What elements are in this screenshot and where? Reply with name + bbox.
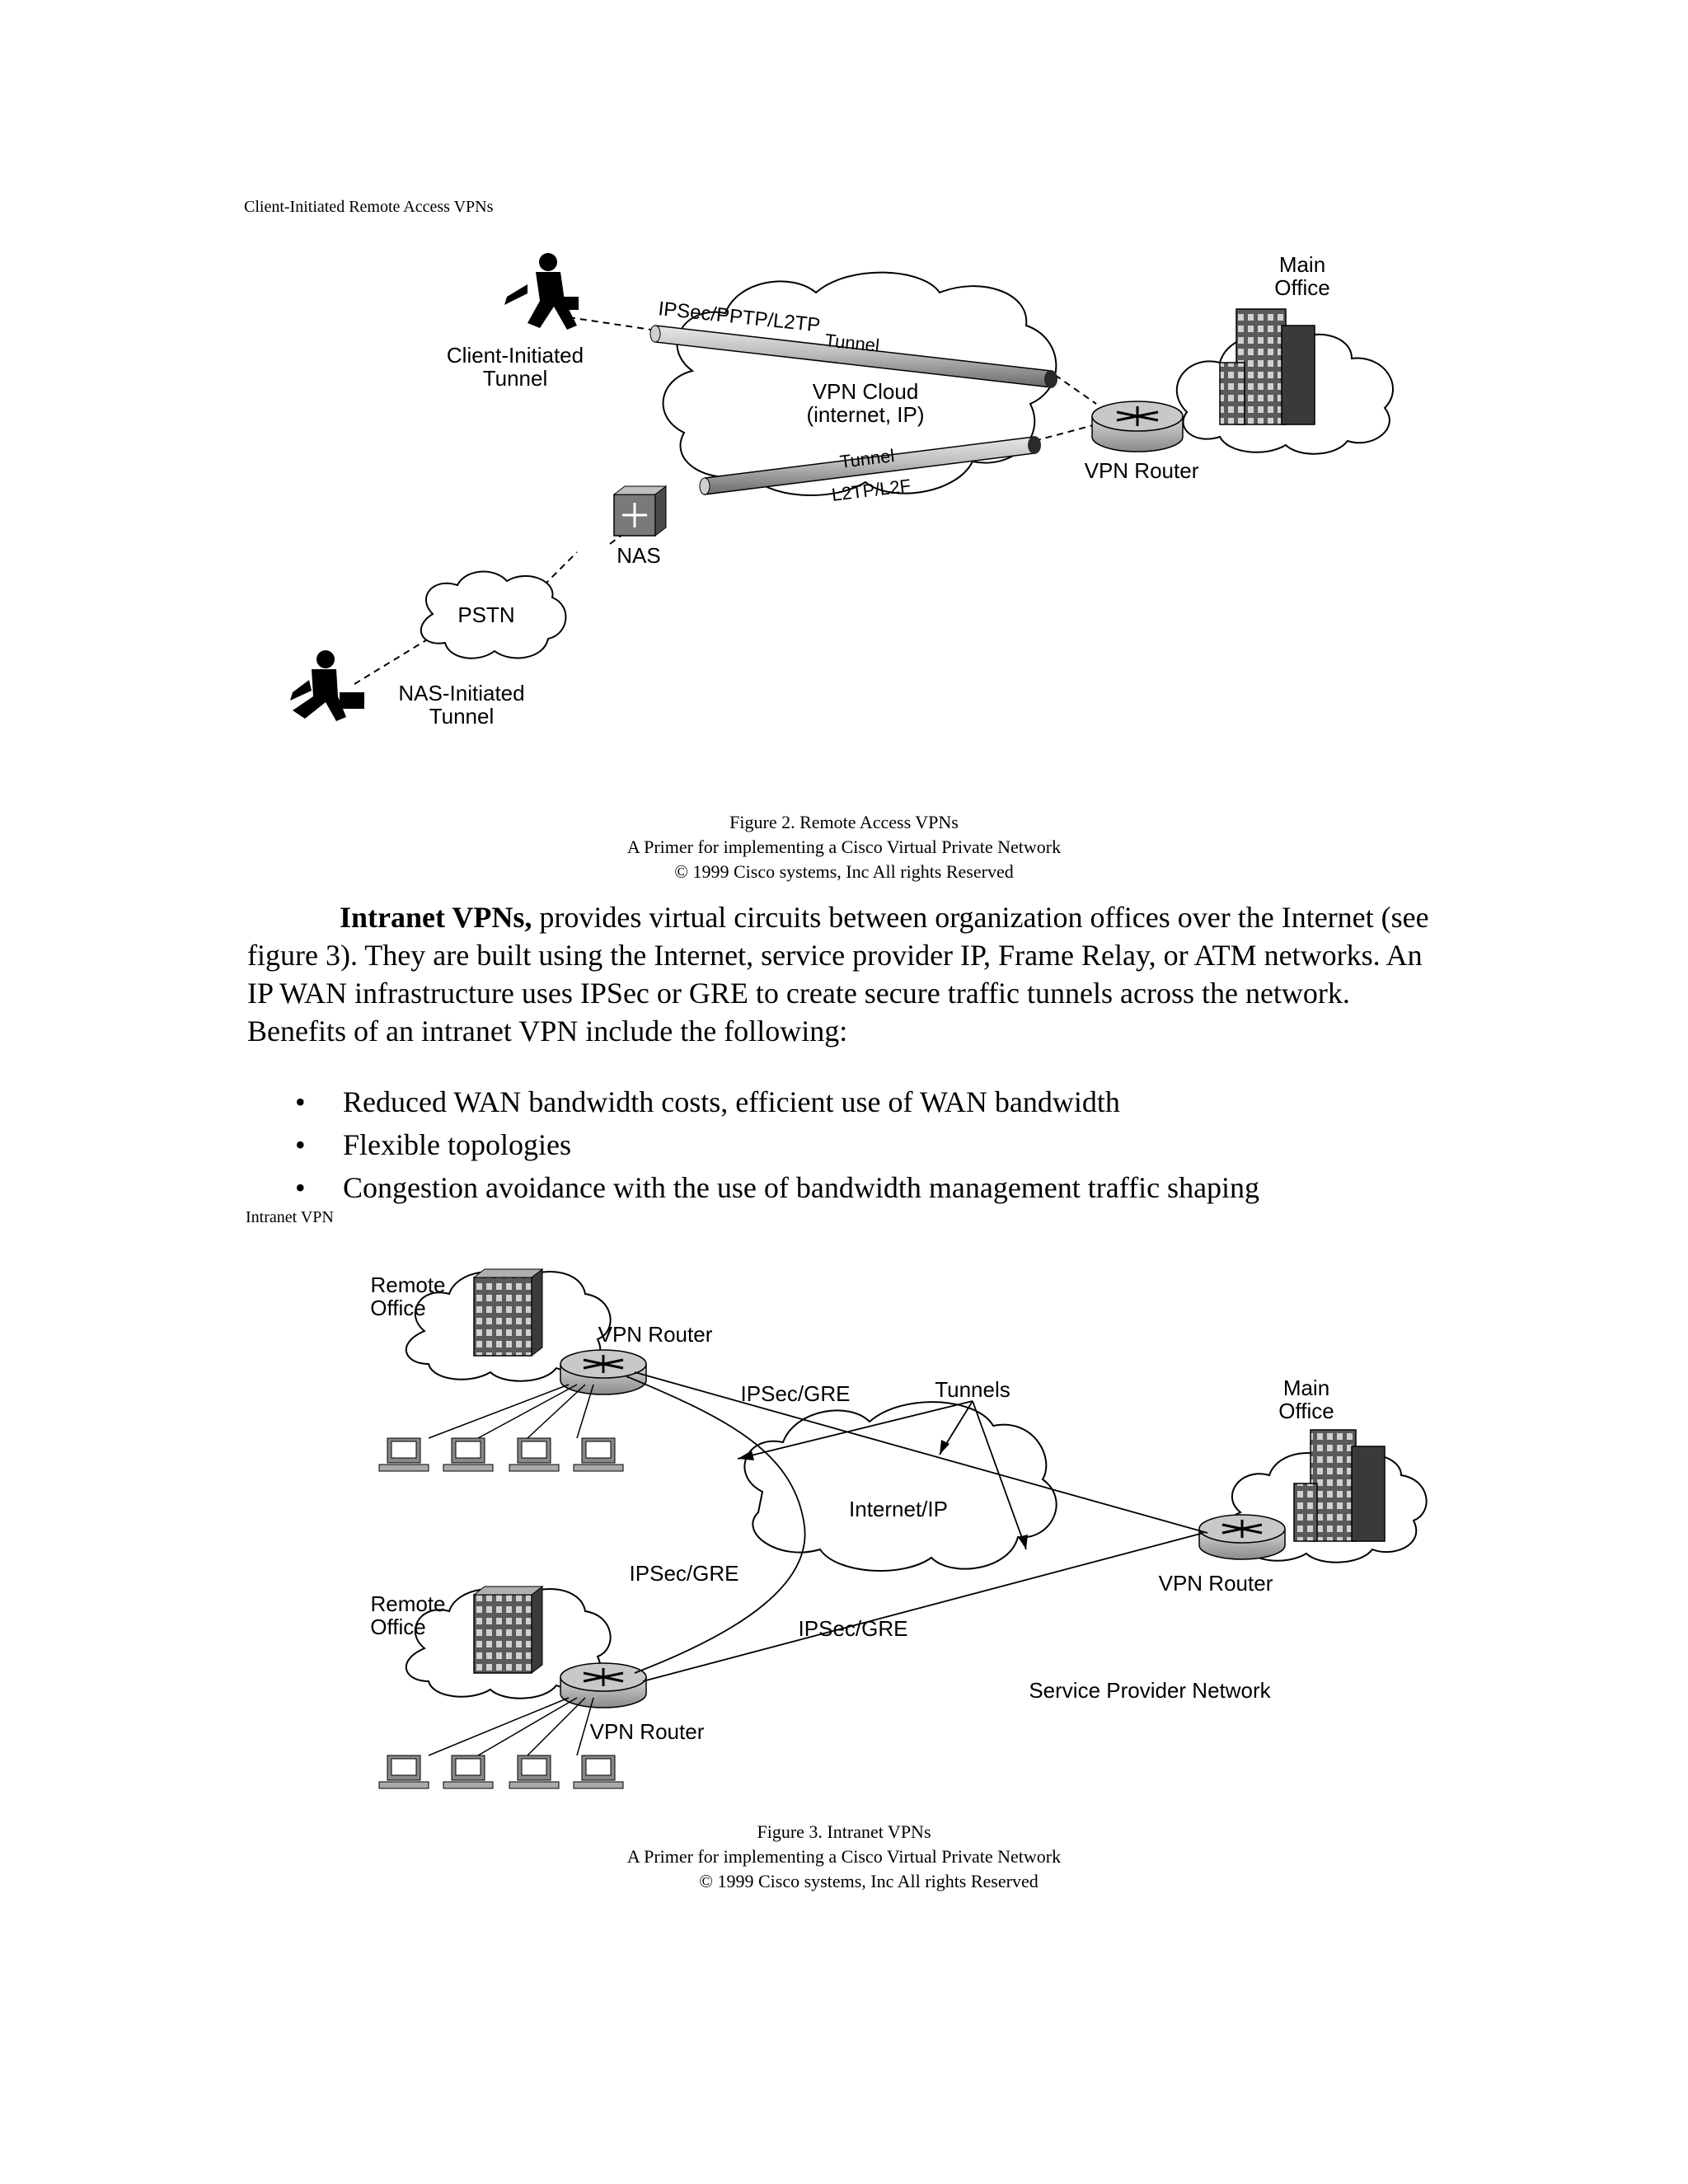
main-office-label-2: Office [1274,275,1329,300]
intranet-term: Intranet VPNs, [340,901,532,934]
internet-cloud [743,1401,1057,1572]
client-tunnel-label-2: Tunnel [483,366,548,391]
remote-office-bottom-label-1: Remote [370,1591,445,1616]
figure2-caption-line2: A Primer for implementing a Cisco Virtua… [626,837,1062,857]
bullet-item-2: Flexible topologies [343,1128,571,1161]
remote-office-bottom-label-2: Office [370,1615,425,1639]
vpn-cloud-label-2: (internet, IP) [806,402,924,427]
pstn-cloud [420,570,567,659]
figure2-caption-line1: Figure 2. Remote Access VPNs [729,812,959,832]
client-tunnel-label-1: Client-Initiated [447,343,584,368]
pc-icons-bottom [378,1755,624,1789]
bullet-item-3: Congestion avoidance with the use of ban… [343,1171,1260,1204]
figure2-caption-line3: © 1999 Cisco systems, Inc All rights Res… [674,861,1014,882]
lan-top [428,1384,594,1439]
vpn-cloud-label-1: VPN Cloud [813,379,919,404]
nas-icon [612,485,668,537]
remote-office-top-label-1: Remote [370,1272,445,1297]
intranet-description: provides virtual circuits between organi… [247,901,1429,1047]
tunnels-label: Tunnels [935,1377,1010,1402]
figure3-caption-line2: A Primer for implementing a Cisco Virtua… [626,1846,1062,1867]
figure3-caption-line1: Figure 3. Intranet VPNs [757,1821,931,1842]
lan-bottom [428,1697,594,1756]
figure2-title: Client-Initiated Remote Access VPNs [244,198,494,216]
ipsec-gre-label-bottom: IPSec/GRE [799,1616,908,1641]
tunnel-pipe-bottom [699,436,1041,495]
main-office-building-icon [1219,308,1315,425]
vpn-router-main-label: VPN Router [1159,1571,1273,1596]
vpn-router-top-left-label: VPN Router [598,1322,713,1347]
vpn-router-label: VPN Router [1085,458,1199,483]
nas-tunnel-label-1: NAS-Initiated [398,681,524,705]
bullet-dot-1: • [295,1085,306,1118]
main-office-label-1: Main [1279,252,1325,277]
dialup-user-icon [290,650,364,721]
remote-office-building-icon-bottom [472,1585,544,1675]
service-provider-network-label: Service Provider Network [1029,1678,1271,1703]
nas-tunnel-label-2: Tunnel [429,704,495,729]
figure3-caption-line3: © 1999 Cisco systems, Inc All rights Res… [699,1871,1039,1891]
vpn-router-icon-main [1198,1514,1286,1560]
arrow-heads [738,1440,1028,1549]
vpn-router-icon [1091,401,1184,452]
nas-label: NAS [617,543,660,568]
vpn-router-icon-bottom-left [560,1662,647,1708]
pc-icons-top [378,1437,624,1472]
vpn-router-bottom-left-label: VPN Router [590,1719,705,1744]
main-office-fig3-label-1: Main [1283,1376,1329,1400]
mobile-user-icon [504,253,579,330]
remote-office-top-label-2: Office [370,1296,425,1320]
intranet-paragraph: Intranet VPNs, provides virtual circuits… [247,898,1451,1050]
main-office-fig3-label-2: Office [1278,1399,1334,1423]
remote-office-building-icon-top [472,1268,544,1357]
bullet-dot-3: • [295,1171,306,1204]
pstn-label: PSTN [457,602,514,627]
bullet-dot-2: • [295,1128,306,1161]
figure3-title: Intranet VPN [246,1208,334,1226]
tunnel-lines [626,1371,1208,1682]
ipsec-gre-label-top: IPSec/GRE [741,1381,851,1406]
main-office-building-icon-fig3 [1293,1429,1386,1542]
tunnel-pipe-top [649,325,1057,388]
vpn-router-icon-top-left [560,1349,647,1395]
bullet-item-1: Reduced WAN bandwidth costs, efficient u… [343,1085,1120,1118]
internet-ip-label: Internet/IP [849,1497,948,1521]
ipsec-gre-label-left: IPSec/GRE [630,1561,739,1586]
